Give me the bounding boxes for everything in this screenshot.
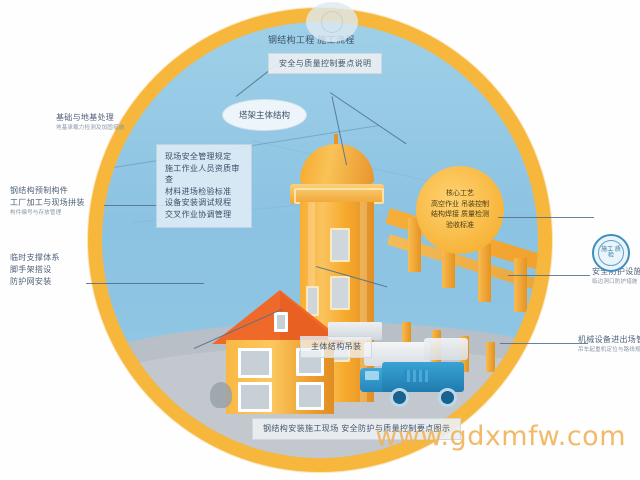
leader-line-right-2 <box>500 343 588 344</box>
badge-line-1: 核心工艺 <box>446 190 474 197</box>
approval-seal-inner <box>321 11 343 33</box>
leader-line-left-2 <box>86 283 204 284</box>
tower-dome-roof <box>300 144 374 188</box>
left-label-3-title: 临时支撑体系 <box>10 253 60 262</box>
callout-right-label-2[interactable]: 机械设备进出场管理 吊车起重机定位与路线规划 <box>578 334 640 354</box>
bottom-caption-text: 钢结构安装施工现场 安全防护与质量控制要点图示 <box>252 418 462 440</box>
left-box-line2: 施工作业人员资质审查 <box>165 163 240 185</box>
house-bush <box>210 382 232 408</box>
ellipse-text: 塔架主体结构 <box>222 99 308 132</box>
house-window-2 <box>238 382 272 412</box>
callout-mid-label[interactable]: 主体结构吊装 <box>300 336 373 358</box>
gantry-post-4 <box>514 258 527 312</box>
left-label-1-sub: 地基承载力检测及加固措施 <box>56 125 125 131</box>
left-label-2-note: 构件编号与存放管理 <box>10 210 62 216</box>
gantry-post-3 <box>478 244 491 302</box>
badge-line-4: 验收标准 <box>446 221 474 229</box>
badge-line-2: 高空作业 吊装控制 <box>431 200 489 208</box>
truck-wheel-front <box>390 388 409 407</box>
leader-line-right-1 <box>508 275 590 276</box>
top-title-line1: 钢结构工程 施工流程 <box>268 35 355 45</box>
callout-left-box[interactable]: 现场安全管理规定 施工作业人员资质审查 材料进场检验标准 设备安装调试规程 交叉… <box>156 144 252 228</box>
gantry-post-1 <box>408 218 421 272</box>
house-window-attic <box>274 312 288 332</box>
left-label-1-title: 基础与地基处理 <box>56 113 115 122</box>
left-box-content: 现场安全管理规定 施工作业人员资质审查 材料进场检验标准 设备安装调试规程 交叉… <box>156 144 252 228</box>
left-label-3-note: 防护网安装 <box>10 277 52 286</box>
mid-label-text: 主体结构吊装 <box>300 336 373 358</box>
callout-left-label-1[interactable]: 基础与地基处理 地基承载力检测及加固措施 <box>56 112 124 132</box>
left-label-3-sub: 脚手架搭设 <box>10 265 52 274</box>
left-box-line5: 交叉作业协调管理 <box>165 209 232 219</box>
approval-seal-icon <box>306 2 358 42</box>
callout-left-label-2[interactable]: 钢结构预制构件 工厂加工与现场拼装 构件编号与存放管理 <box>10 185 85 217</box>
truck-window <box>365 371 379 380</box>
callout-ellipse[interactable]: 塔架主体结构 <box>222 99 308 132</box>
callout-right-label-1[interactable]: 安全防护设施 临边洞口防护措施 <box>592 266 640 286</box>
left-label-2-title: 钢结构预制构件 <box>10 186 69 195</box>
fence-post-4 <box>486 342 495 372</box>
tower-window-1 <box>330 228 350 262</box>
equipment-box-1 <box>328 322 382 340</box>
right-label-1-sub: 临边洞口防护措施 <box>592 279 638 285</box>
quality-seal-icon: 施工 质检 <box>592 234 630 272</box>
blue-truck <box>360 356 464 407</box>
callout-left-label-3[interactable]: 临时支撑体系 脚手架搭设 防护网安装 <box>10 252 60 288</box>
tower-finial <box>334 134 338 146</box>
leader-line-left-1 <box>104 205 190 206</box>
house-window-4 <box>296 382 324 410</box>
left-box-line1: 现场安全管理规定 <box>165 152 232 161</box>
right-label-2-sub: 吊车起重机定位与路线规划 <box>578 347 640 353</box>
tower-column-right <box>360 202 367 402</box>
quality-seal-inner-text: 施工 质检 <box>598 240 624 266</box>
truck-side-grille <box>404 370 428 382</box>
left-box-line3: 材料进场检验标准 <box>165 186 232 196</box>
circular-ring-border: 核心工艺 高空作业 吊装控制 结构焊接 质量检测 验收标准 <box>88 8 552 472</box>
right-label-1-title: 安全防护设施 <box>592 267 640 276</box>
truck-wheel-rear <box>438 388 457 407</box>
leader-line-badge <box>498 217 594 218</box>
left-box-line4: 设备安装调试规程 <box>165 198 232 208</box>
right-label-2-title: 机械设备进出场管理 <box>578 335 640 344</box>
badge-line-3: 结构焊接 质量检测 <box>431 211 489 218</box>
house-window-1 <box>238 348 272 378</box>
scene-interior: 核心工艺 高空作业 吊装控制 结构焊接 质量检测 验收标准 <box>102 22 538 458</box>
callout-badge-circle[interactable]: 核心工艺 高空作业 吊装控制 结构焊接 质量检测 验收标准 <box>416 166 504 254</box>
white-trailer-2 <box>424 338 468 360</box>
callout-bottom-caption[interactable]: 钢结构安装施工现场 安全防护与质量控制要点图示 <box>252 418 462 440</box>
callout-top-title[interactable]: 钢结构工程 施工流程 安全与质量控制要点说明 <box>268 34 383 75</box>
left-label-2-sub: 工厂加工与现场拼装 <box>10 198 85 207</box>
top-title-line2: 安全与质量控制要点说明 <box>268 52 383 75</box>
